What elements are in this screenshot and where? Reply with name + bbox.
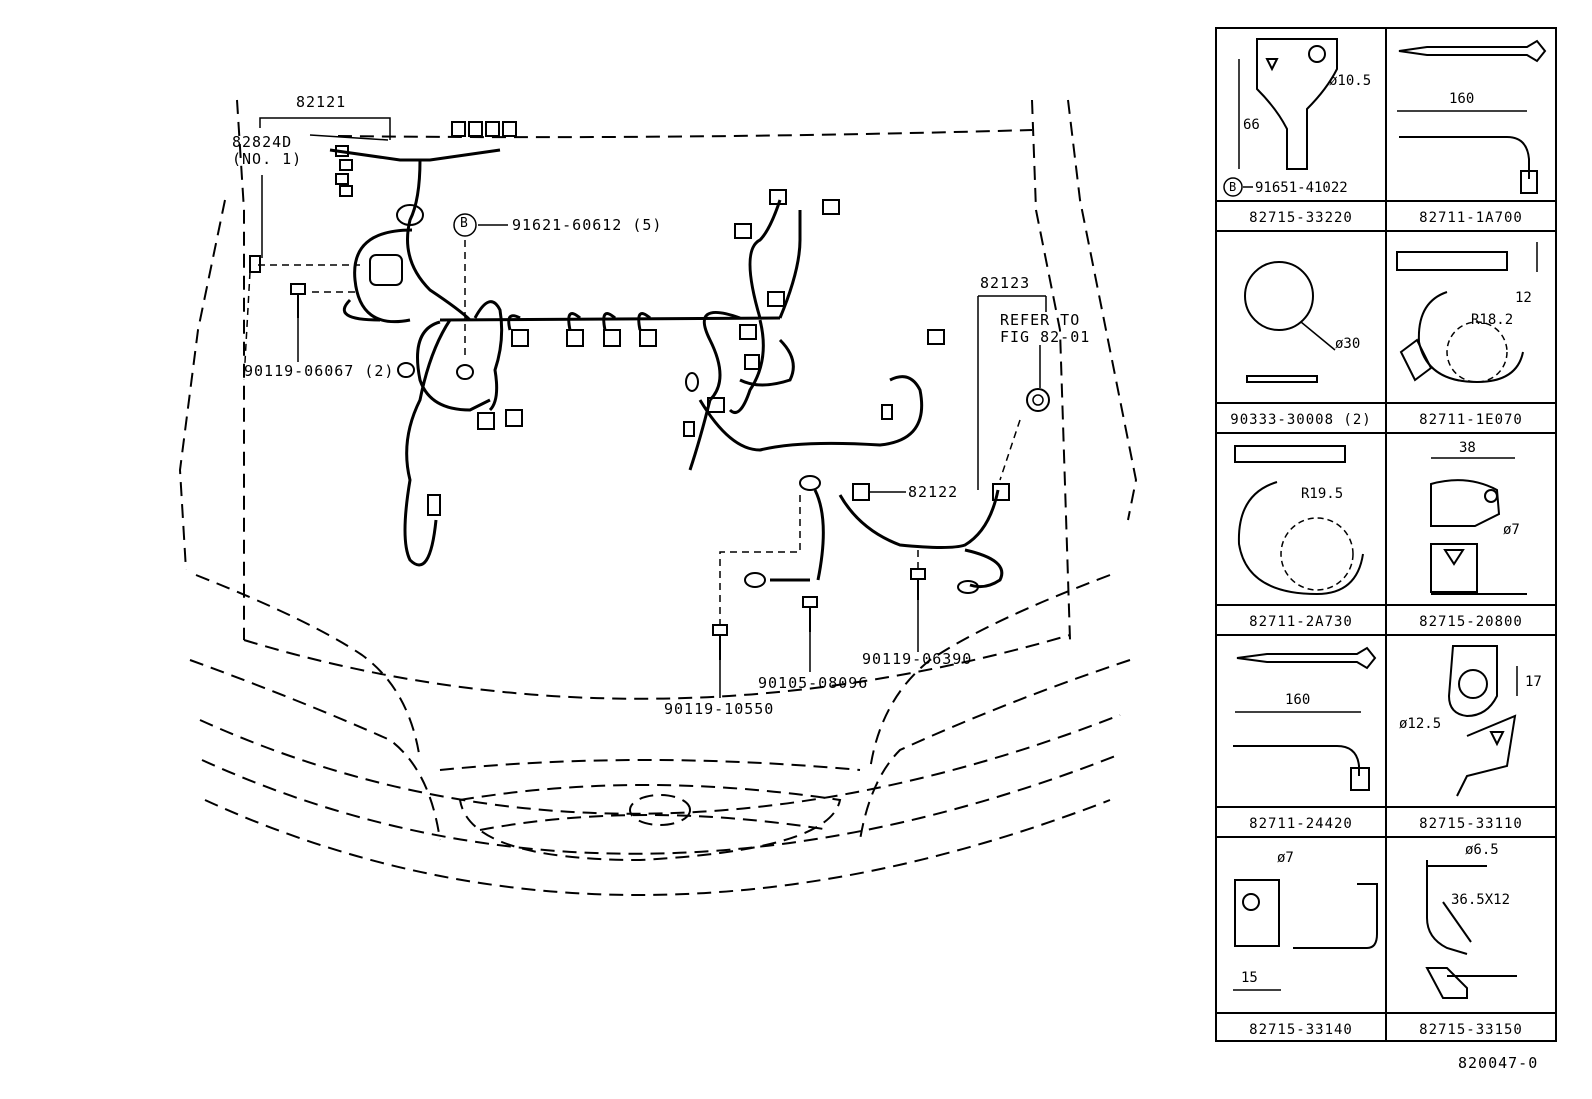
cell-82711-1e070: 12 R18.2 82711-1E070 xyxy=(1387,232,1555,434)
marker-b-letter: B xyxy=(460,216,469,231)
connectors xyxy=(249,121,945,516)
label-90119-06390: 90119-06390 xyxy=(862,650,973,668)
dim-height: 17 xyxy=(1525,674,1542,690)
dim-radius: R18.2 xyxy=(1471,312,1514,328)
dim-diameter: ø30 xyxy=(1335,336,1361,352)
harness-82122 xyxy=(744,388,1050,594)
dim-length: 160 xyxy=(1285,692,1311,708)
label-82122: 82122 xyxy=(908,483,959,501)
clamp-icon xyxy=(1234,445,1364,596)
cell-82715-33140: ø7 15 82715-33140 xyxy=(1217,838,1387,1042)
bolts xyxy=(290,283,926,660)
label-fig-ref: FIG 82-01 xyxy=(1000,328,1091,346)
clip-icon xyxy=(1425,860,1517,999)
plug-icon xyxy=(1244,261,1336,383)
cell-82715-33110: 17 ø12.5 82715-33110 xyxy=(1387,636,1555,838)
label-90119-10550: 90119-10550 xyxy=(664,700,775,718)
part-label: 82715-33140 xyxy=(1249,1022,1353,1038)
cable-tie-icon xyxy=(1397,39,1547,194)
figure-id: 820047-0 xyxy=(1458,1054,1539,1072)
dashed-links xyxy=(243,240,1021,625)
bracket-icon xyxy=(1447,645,1518,797)
label-90105-08096: 90105-08096 xyxy=(758,674,869,692)
dim-radius: R19.5 xyxy=(1301,486,1344,502)
label-82123: 82123 xyxy=(980,274,1031,292)
cell-82715-20800: 38 ø7 82715-20800 xyxy=(1387,434,1555,636)
cell-90333-30008: ø30 90333-30008 (2) xyxy=(1217,232,1387,434)
dim-length: 160 xyxy=(1449,91,1475,107)
part-label: 82711-2A730 xyxy=(1249,614,1353,630)
callout-marker: B xyxy=(1229,180,1237,194)
cell-82711-1a700: 160 82711-1A700 xyxy=(1387,29,1555,232)
part-label: 82715-20800 xyxy=(1419,614,1523,630)
dim-diameter: ø12.5 xyxy=(1399,716,1442,732)
part-label: 82711-24420 xyxy=(1249,816,1353,832)
leader-lines xyxy=(259,117,1047,698)
dim-height: 66 xyxy=(1243,117,1260,133)
parts-table: ø10.5 66 B 91651-41022 82715-33220 160 8… xyxy=(1215,27,1557,1042)
part-label: 82715-33220 xyxy=(1249,210,1353,226)
part-label: 82711-1A700 xyxy=(1419,210,1523,226)
part-label: 82711-1E070 xyxy=(1419,412,1523,428)
label-refer-to: REFER TO xyxy=(1000,311,1081,329)
bracket-icon xyxy=(1430,457,1527,595)
dim-height: 12 xyxy=(1515,290,1532,306)
dim-diameter: ø6.5 xyxy=(1465,842,1499,858)
cell-82711-2a730: R19.5 82711-2A730 xyxy=(1217,434,1387,636)
label-82824d: 82824D xyxy=(232,133,293,151)
dim-diameter: ø10.5 xyxy=(1329,73,1372,89)
label-82121: 82121 xyxy=(296,93,347,111)
part-label: 82715-33150 xyxy=(1419,1022,1523,1038)
dim-width: 38 xyxy=(1459,440,1476,456)
car-body-outline xyxy=(178,99,1138,896)
label-90119-06067: 90119-06067 (2) xyxy=(244,362,395,380)
harness-82121 xyxy=(329,148,924,567)
cable-tie-icon xyxy=(1233,646,1377,791)
callout-91651: 91651-41022 xyxy=(1255,180,1348,196)
clip-bracket-icon xyxy=(1223,38,1338,197)
dim-slot: 36.5X12 xyxy=(1451,892,1511,908)
b-marker xyxy=(453,213,477,237)
part-label: 82715-33110 xyxy=(1419,816,1523,832)
cell-82711-24420: 160 82711-24420 xyxy=(1217,636,1387,838)
label-91621-60612: 91621-60612 (5) xyxy=(512,216,663,234)
dim-width: 15 xyxy=(1241,970,1258,986)
plate-clip-icon xyxy=(1233,879,1378,991)
cell-82715-33220: ø10.5 66 B 91651-41022 82715-33220 xyxy=(1217,29,1387,232)
part-label: 90333-30008 (2) xyxy=(1230,412,1372,428)
cell-82715-33150: ø6.5 36.5X12 82715-33150 xyxy=(1387,838,1555,1042)
clamp-icon xyxy=(1396,242,1538,384)
label-no1: (NO. 1) xyxy=(232,150,303,168)
dim-diameter: ø7 xyxy=(1503,522,1520,538)
dim-diameter: ø7 xyxy=(1277,850,1294,866)
